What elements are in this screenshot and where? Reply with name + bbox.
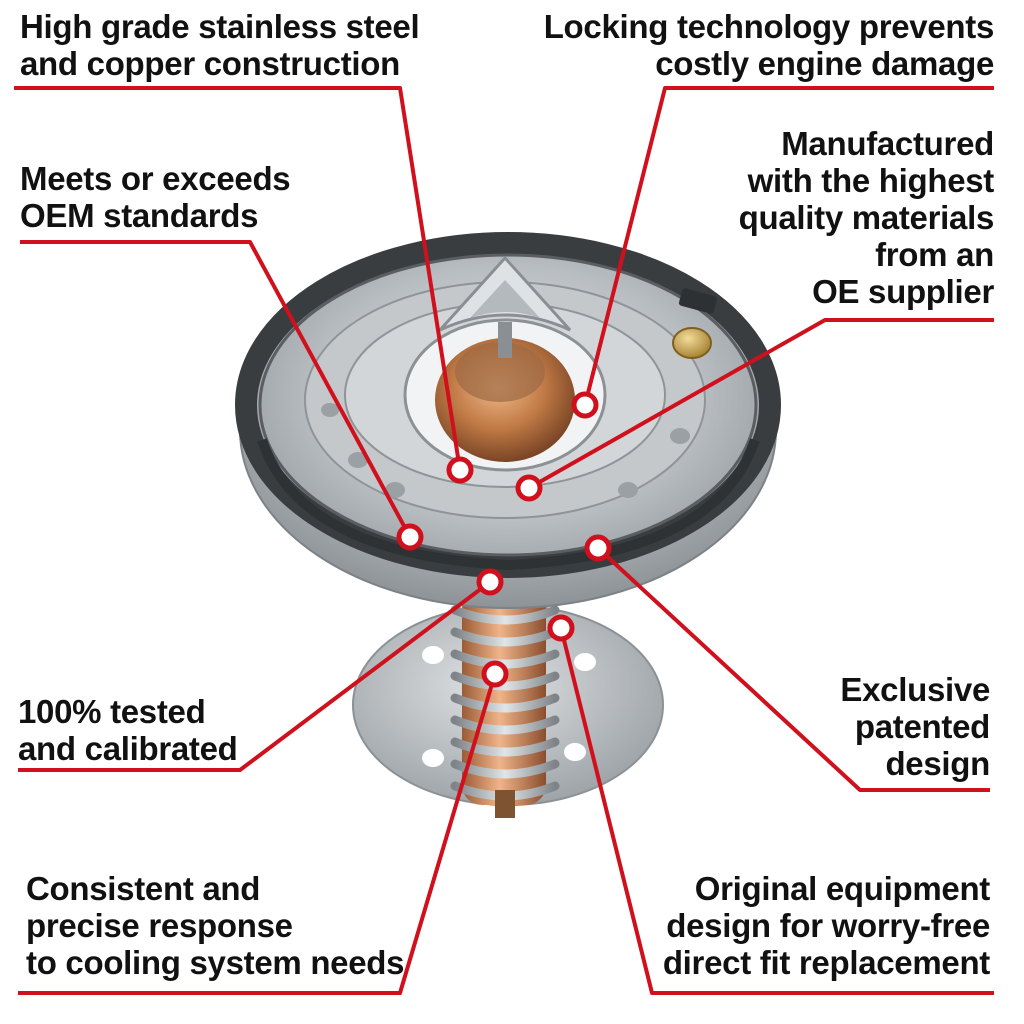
callout-text-line: with the highest	[747, 162, 995, 199]
callout-text-line: High grade stainless steel	[20, 8, 420, 45]
callout-text-line: to cooling system needs	[26, 944, 405, 981]
callout-text-line: Consistent and	[26, 870, 261, 907]
marker-tested	[476, 568, 504, 596]
callout-leaders	[14, 86, 994, 995]
callout-text-line: Original equipment	[694, 870, 991, 907]
marker-construction	[446, 456, 474, 484]
callout-text-line: Exclusive	[840, 671, 990, 708]
callout-locking: Locking technology prevents costly engin…	[543, 8, 995, 82]
callout-construction: High grade stainless steel and copper co…	[20, 8, 420, 82]
leader-line-oem-standards	[20, 240, 412, 538]
leader-line-oe-supplier	[528, 318, 994, 490]
callout-text-line: direct fit replacement	[662, 944, 990, 981]
callout-text-line: OEM standards	[20, 197, 259, 234]
callout-patented: Exclusive patented design	[840, 671, 990, 782]
callout-text-line: patented	[854, 708, 990, 745]
callout-oe-supplier: Manufactured with the highest quality ma…	[738, 125, 995, 310]
callout-text-line: Manufactured	[781, 125, 994, 162]
marker-direct-fit	[547, 614, 575, 642]
leader-line-tested	[18, 580, 492, 772]
callout-markers	[396, 391, 612, 688]
callout-text-line: 100% tested	[18, 693, 206, 730]
leader-line-patented	[596, 546, 990, 792]
callout-tested: 100% tested and calibrated	[18, 693, 238, 767]
callout-text-line: OE supplier	[812, 273, 994, 310]
leader-line-direct-fit	[559, 627, 994, 995]
callout-direct-fit: Original equipment design for worry-free…	[663, 870, 990, 981]
callout-text-line: design for worry-free	[666, 907, 990, 944]
leader-line-response	[18, 673, 497, 995]
callout-text-line: costly engine damage	[655, 45, 994, 82]
marker-patented	[584, 534, 612, 562]
marker-response	[481, 660, 509, 688]
callout-text-line: Locking technology prevents	[543, 8, 995, 45]
callout-oem-standards: Meets or exceeds OEM standards	[20, 160, 291, 234]
marker-oe-supplier	[515, 474, 543, 502]
callout-text-line: and copper construction	[20, 45, 400, 82]
callout-text-line: quality materials	[738, 199, 995, 236]
callout-text-line: design	[885, 745, 990, 782]
leader-line-locking	[583, 86, 994, 406]
callout-text-line: and calibrated	[18, 730, 238, 767]
marker-locking	[571, 391, 599, 419]
thermostat-housing	[235, 232, 781, 609]
callout-text-line: Meets or exceeds	[20, 160, 291, 197]
callout-text-line: precise response	[26, 907, 293, 944]
leader-line-construction	[14, 86, 462, 471]
callout-text-line: from an	[875, 236, 994, 273]
callout-response: Consistent and precise response to cooli…	[26, 870, 405, 981]
spring-assembly	[450, 590, 560, 818]
marker-oem-standards	[396, 523, 424, 551]
